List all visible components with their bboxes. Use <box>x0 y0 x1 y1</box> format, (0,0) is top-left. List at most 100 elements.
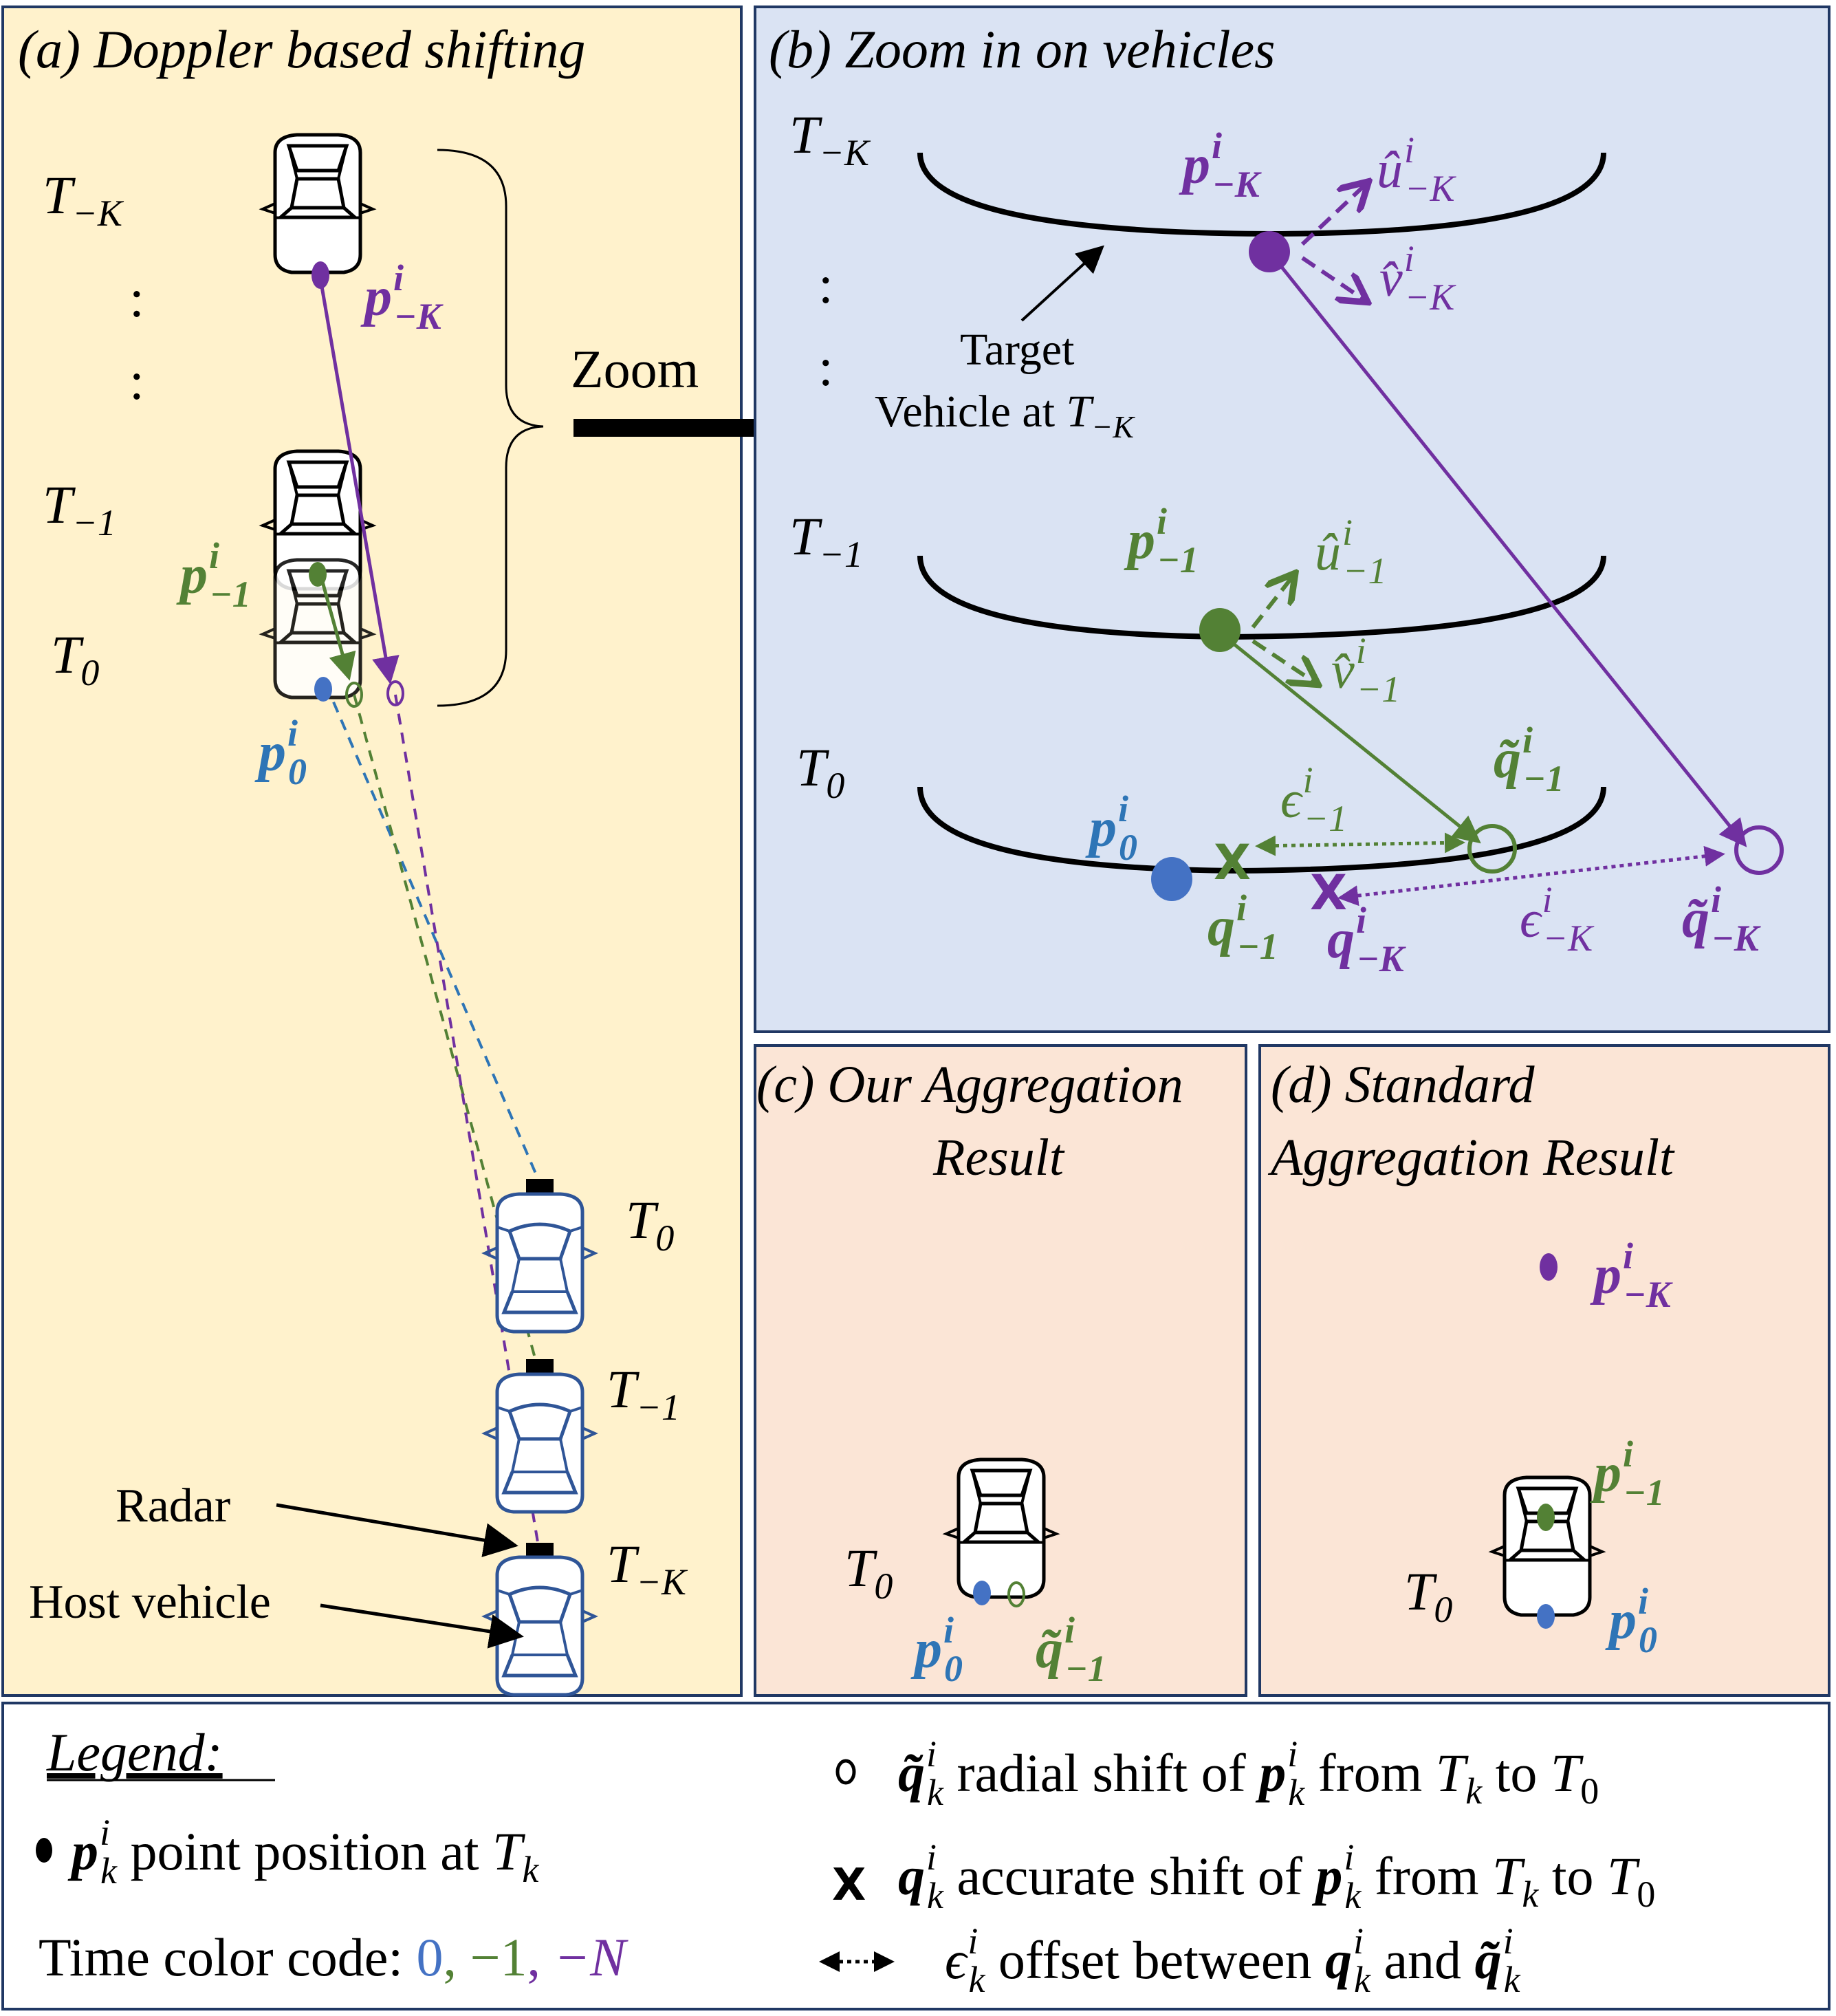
ray-t0 <box>325 684 541 1184</box>
v-hat-minus-k <box>1301 256 1364 300</box>
host-vehicle-t-minus-1 <box>485 1374 595 1512</box>
host-vehicle-arrow <box>320 1603 524 1649</box>
radar-t-minus-1 <box>526 1359 554 1374</box>
d-target-vehicle <box>1492 1477 1602 1615</box>
panel-a-t-0: T0 <box>51 625 99 693</box>
b-label-q-tilde-minus-k: q̃i−K <box>1682 879 1762 959</box>
legend-background <box>1 1702 1830 2010</box>
b-x-q-minus-k: X <box>1310 865 1347 921</box>
ray-t-minus-k <box>394 694 541 1555</box>
panel-a-dots-1: : <box>129 268 144 328</box>
d-label-p-minus-1: pi−1 <box>1590 1433 1665 1513</box>
label-p-minus-k: pi−K <box>360 257 444 337</box>
c-target-vehicle <box>946 1460 1056 1597</box>
panel-c-title-line1: (c) Our Aggregation <box>756 1056 1183 1114</box>
radar-t0 <box>526 1179 554 1194</box>
c-label-q-tilde: q̃i−1 <box>1036 1609 1106 1689</box>
b-label-u-minus-1: ûi−1 <box>1315 512 1386 592</box>
b-label-q-tilde-minus-1: q̃i−1 <box>1494 719 1564 799</box>
host-vehicle-t0 <box>485 1194 595 1332</box>
panel-b: (b) Zoom in on vehicles T−K : : T−1 T0 T… <box>754 6 1830 1033</box>
arc-t-0 <box>917 786 1606 874</box>
host-vehicle-label: Host vehicle <box>29 1576 271 1629</box>
d-point-p-minus-k <box>1540 1253 1558 1281</box>
b-label-q-minus-1: qi−1 <box>1207 887 1278 967</box>
panel-b-dots-1: : <box>818 254 833 314</box>
b-point-p-minus-1 <box>1199 608 1241 652</box>
target-vehicle-t-minus-k <box>263 135 373 272</box>
legend-dot-marker <box>36 1838 52 1863</box>
panel-b-t-minus-k: T−K <box>789 105 871 173</box>
d-point-p-0 <box>1537 1604 1555 1629</box>
panel-a-title: (a) Doppler based shifting <box>18 19 585 79</box>
c-point-p-0 <box>973 1581 991 1605</box>
c-label-t0: T0 <box>844 1538 893 1607</box>
label-p-minus-1: pi−1 <box>176 535 251 615</box>
d-label-p-minus-k: pi−K <box>1590 1235 1674 1315</box>
circle-q-tilde-minus-k <box>386 680 404 706</box>
eps-arrow-minus-k <box>1337 845 1725 907</box>
legend-x-marker: X <box>832 1860 866 1911</box>
b-point-p-minus-k <box>1249 231 1290 272</box>
legend-time-code: Time color code: 0, −1, −N <box>39 1927 629 1987</box>
target-arrow <box>1020 245 1104 322</box>
u-hat-minus-1 <box>1251 576 1293 629</box>
panel-a-t-minus-1: T−1 <box>43 475 116 543</box>
panel-a-background <box>1 6 743 1697</box>
panel-d-title-line2: Aggregation Result <box>1267 1129 1675 1186</box>
point-p-minus-k <box>312 261 329 289</box>
b-circle-q-tilde-minus-k <box>1734 825 1784 875</box>
panel-c-title-line2: Result <box>932 1129 1065 1186</box>
shift-arrow-minus-1 <box>318 574 356 681</box>
b-point-p-0 <box>1151 857 1192 901</box>
legend-title: Legend: <box>46 1722 223 1782</box>
b-shift-minus-1 <box>1218 631 1481 844</box>
circle-q-tilde-minus-1 <box>345 682 363 708</box>
c-circle-q-tilde <box>1007 1581 1025 1607</box>
panel-b-title: (b) Zoom in on vehicles <box>769 19 1276 79</box>
panel-b-t-minus-1: T−1 <box>789 506 863 575</box>
eps-arrow-minus-1 <box>1255 832 1465 856</box>
panel-a: (a) Doppler based shifting T−K : : T−1 T… <box>1 6 743 1697</box>
b-label-eps-minus-1: ϵi−1 <box>1280 759 1347 839</box>
b-label-q-minus-k: qi−K <box>1327 900 1407 979</box>
u-hat-minus-k <box>1300 184 1366 246</box>
b-label-u-minus-k: ûi−K <box>1377 129 1456 209</box>
b-x-q-minus-1: X <box>1214 834 1251 891</box>
zoom-label: Zoom <box>571 339 699 399</box>
shift-arrow-minus-k <box>318 278 400 684</box>
b-label-p-minus-1: pi−1 <box>1124 501 1199 581</box>
panel-b-t-0: T0 <box>796 737 844 806</box>
radar-t-minus-k <box>526 1543 554 1558</box>
radar-label: Radar <box>116 1480 230 1532</box>
host-vehicle-t-minus-k <box>485 1557 595 1695</box>
host-label-t0: T0 <box>626 1190 674 1259</box>
panel-d-title-line1: (d) Standard <box>1271 1056 1535 1114</box>
d-label-t0: T0 <box>1404 1561 1452 1630</box>
target-label-line1: Target <box>960 325 1074 375</box>
host-label-t-minus-1: T−1 <box>606 1359 680 1428</box>
b-circle-q-tilde-minus-1 <box>1467 824 1517 874</box>
panel-b-background <box>754 6 1830 1033</box>
point-p-minus-1 <box>309 562 327 587</box>
b-label-v-minus-k: v̂i−K <box>1379 238 1456 318</box>
radar-arrow <box>276 1503 518 1557</box>
panel-b-dots-2: : <box>818 337 833 397</box>
bracket <box>437 149 544 707</box>
b-label-v-minus-1: v̂i−1 <box>1331 630 1400 710</box>
legend-circle-marker <box>835 1759 856 1785</box>
panel-a-t-minus-k: T−K <box>43 165 124 234</box>
b-label-p-minus-k: pi−K <box>1179 125 1263 205</box>
panel-d: (d) Standard Aggregation Result pi−K pi−… <box>1258 1044 1830 1697</box>
